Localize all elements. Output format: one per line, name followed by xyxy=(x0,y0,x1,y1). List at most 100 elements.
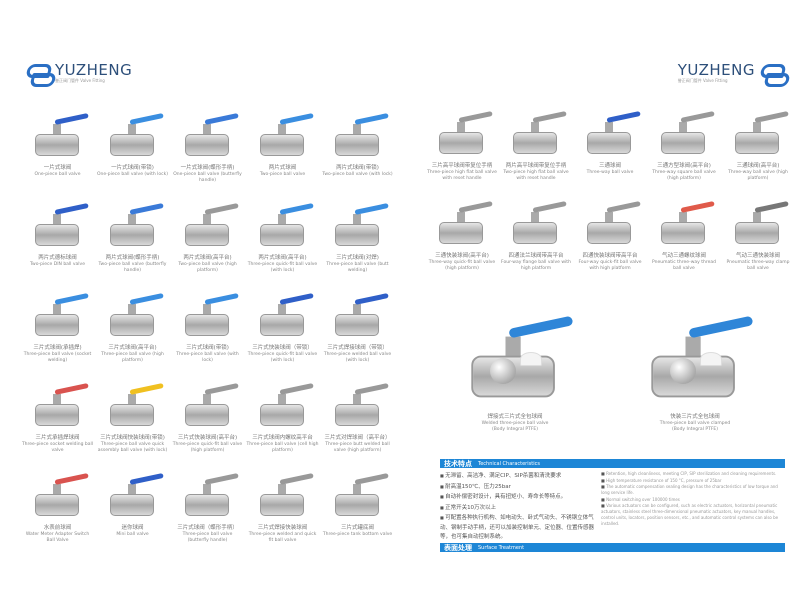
product-name-en: Three-piece quick-fit ball valve (with l… xyxy=(247,352,318,363)
valve-body xyxy=(184,314,229,336)
product-item: 三片式球阀(对焊)Three-piece ball valve (butt we… xyxy=(320,200,395,290)
product-name-cn: 焊接式三片式全包球阀 xyxy=(487,414,543,420)
valve-body xyxy=(109,404,154,426)
valve-stem xyxy=(52,124,61,136)
ball-valve-image xyxy=(501,108,571,160)
ball-valve-image xyxy=(248,470,318,522)
valve-handle xyxy=(278,202,314,215)
ball-valve-image xyxy=(173,290,243,342)
ball-valve-image xyxy=(323,380,393,432)
valve-handle xyxy=(203,382,239,395)
valve-body xyxy=(184,404,229,426)
product-name-en: Welded three-piece ball valve (Body Inte… xyxy=(481,421,549,432)
valve-stem xyxy=(277,214,286,226)
product-name-cn: 三片式对焊球阀（高平台） xyxy=(324,435,391,441)
valve-stem xyxy=(531,122,539,134)
valve-stem xyxy=(52,304,61,316)
valve-body xyxy=(334,134,379,156)
ball-valve-image xyxy=(23,380,93,432)
product-name-cn: 水表前球阀 xyxy=(43,525,72,531)
product-name-cn: 三片式承插焊球阀 xyxy=(35,435,80,441)
valve-handle xyxy=(606,200,641,213)
ptfe-seat-image xyxy=(700,352,722,366)
valve-body xyxy=(513,222,557,244)
ball-valve-image xyxy=(248,380,318,432)
product-name-cn: 三片式球阀内螺纹高平台 xyxy=(252,435,313,441)
tech-point: Retention, high cleanliness, meeting CIP… xyxy=(601,471,785,477)
product-name-cn: 三通方型球阀(高平台) xyxy=(657,163,711,169)
product-name-cn: 三片式球阀(承插焊) xyxy=(33,345,82,351)
valve-body xyxy=(439,132,483,154)
ball-valve-image xyxy=(649,198,719,250)
valve-handle xyxy=(754,200,789,213)
ball-valve-image xyxy=(575,108,645,160)
ball-valve-image xyxy=(23,200,93,252)
valve-handle xyxy=(606,110,641,123)
product-name-en: Two-piece high flat ball valve with rese… xyxy=(503,170,569,181)
product-name-cn: 一片式球阀(蝶形手柄) xyxy=(180,165,235,171)
valve-handle xyxy=(680,110,715,123)
valve-handle xyxy=(688,315,754,339)
product-item: 三片式快装球阀(高平台)Three-piece quick-fit ball v… xyxy=(170,380,245,470)
product-name-cn: 两片式德标球阀 xyxy=(38,255,77,261)
product-item: 两片式球阀(高平台)Three-piece quick-fit ball val… xyxy=(245,200,320,290)
valve-stem xyxy=(352,304,361,316)
valve-body xyxy=(334,404,379,426)
product-name-en: Three-piece ball valve (butterfly handle… xyxy=(182,532,233,543)
ball-valve-image xyxy=(323,110,393,162)
right-catalog-page: YUZHENG 誉正阀门管件 Valve Fitting 三片高平球阀带复位手柄… xyxy=(410,0,795,600)
valve-body xyxy=(259,494,304,516)
ball-valve-image xyxy=(173,110,243,162)
product-item: 三片式快装球阀（带锁）Three-piece quick-fit ball va… xyxy=(245,290,320,380)
valve-stem xyxy=(505,336,521,360)
tech-point: 自动补偿密封设计，具有扭矩小、寿命长等特点。 xyxy=(440,492,595,503)
tech-point: Various actuators can be configured, suc… xyxy=(601,503,785,527)
points-en: Retention, high cleanliness, meeting CIP… xyxy=(601,471,785,539)
valve-body xyxy=(439,222,483,244)
product-item: 三片式球阀(高平台)Three-piece ball valve (high p… xyxy=(95,290,170,380)
valve-stem xyxy=(202,394,211,406)
product-name-en: Water Meter Adapter Switch Ball Valve xyxy=(25,532,90,543)
valve-stem xyxy=(605,122,613,134)
ptfe-seat-image xyxy=(520,352,542,366)
product-item: 一片式球阀(带锁)One-piece ball valve (with lock… xyxy=(95,110,170,200)
product-name-cn: 三片高平球阀带复位手柄 xyxy=(431,163,493,169)
product-name-en: Three-way square ball valve (high platfo… xyxy=(652,170,716,181)
product-name-cn: 两片式球阀(蝶形手柄) xyxy=(105,255,160,261)
product-item: 两片式球阀(带锁)Two-piece ball valve (with lock… xyxy=(320,110,395,200)
valve-body xyxy=(587,222,631,244)
ball-valve-image xyxy=(23,290,93,342)
valve-stem xyxy=(52,214,61,226)
valve-body xyxy=(334,494,379,516)
brand-logo: YUZHENG 誉正阀门管件 Valve Fitting xyxy=(25,62,132,84)
product-name-en: Four-way quick-fit ball valve with high … xyxy=(578,260,642,271)
valve-body xyxy=(334,314,379,336)
product-name-en: Four-way flange ball valve with high pla… xyxy=(501,260,571,271)
brand-sub-cn: 誉正阀门管件 xyxy=(677,78,702,83)
product-name-cn: 三片式球阀(高平台) xyxy=(108,345,157,351)
valve-handle xyxy=(458,200,493,213)
product-item: 三片式球阀快装球阀(带锁)Three-piece ball valve quic… xyxy=(95,380,170,470)
brand-name: YUZHENG xyxy=(55,61,133,79)
valve-body xyxy=(661,222,705,244)
product-name-en: Three-piece ball valve quick assembly ba… xyxy=(97,442,168,453)
brand-subtitle: 誉正阀门管件 Valve Fitting xyxy=(678,78,755,84)
ball-valve-image xyxy=(98,200,168,252)
product-name-cn: 一片式球阀(带锁) xyxy=(111,165,154,171)
valve-handle xyxy=(532,110,567,123)
product-item: 三片式球阀（蝶形手柄）Three-piece ball valve (butte… xyxy=(170,470,245,560)
valve-handle xyxy=(53,382,89,395)
brand-sub-en: Valve Fitting xyxy=(703,78,728,83)
valve-body xyxy=(259,404,304,426)
valve-handle xyxy=(53,292,89,305)
yuzheng-logo-icon xyxy=(759,62,785,84)
